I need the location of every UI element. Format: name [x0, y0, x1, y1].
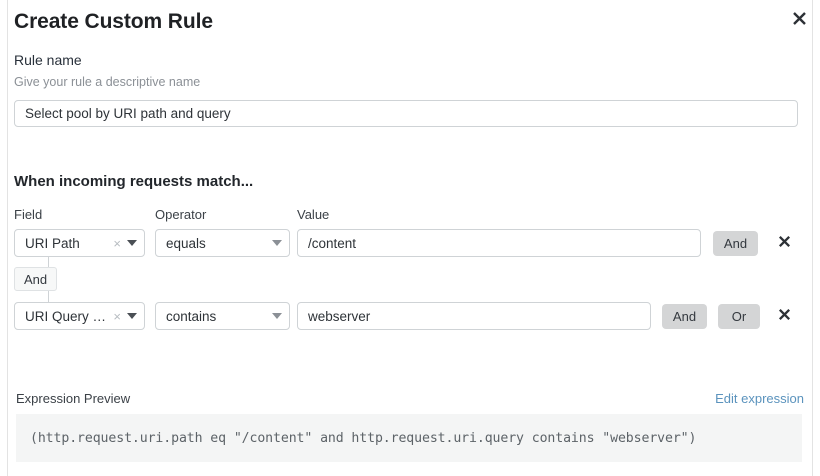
- match-section-heading: When incoming requests match...: [14, 173, 254, 190]
- field-clear-icon-row-2[interactable]: ×: [113, 308, 121, 324]
- rule-name-input[interactable]: [14, 100, 798, 127]
- edit-expression-link[interactable]: Edit expression: [715, 391, 804, 406]
- close-icon: [792, 11, 807, 26]
- expression-preview-label: Expression Preview: [16, 391, 131, 406]
- chevron-down-icon-operator-row-1: [272, 240, 282, 246]
- operator-select-row-1-value: equals: [166, 235, 206, 251]
- connector-line-bottom: [48, 291, 49, 303]
- chevron-down-icon-field-row-1: [127, 240, 137, 246]
- connector-and-chip[interactable]: And: [14, 267, 58, 291]
- and-button-row-2[interactable]: And: [662, 304, 707, 329]
- field-clear-icon-row-1[interactable]: ×: [113, 235, 121, 251]
- close-icon: [778, 235, 791, 251]
- rule-name-hint: Give your rule a descriptive name: [14, 75, 201, 89]
- operator-select-row-2[interactable]: contains: [155, 302, 290, 330]
- chevron-down-icon-operator-row-2: [272, 313, 282, 319]
- operator-select-row-2-value: contains: [166, 308, 217, 324]
- close-icon: [778, 308, 791, 324]
- column-header-operator: Operator: [155, 207, 207, 222]
- column-header-value: Value: [297, 207, 330, 222]
- value-input-row-1[interactable]: [297, 229, 701, 257]
- operator-select-row-1[interactable]: equals: [155, 229, 290, 257]
- expression-preview-box: (http.request.uri.path eq "/content" and…: [16, 414, 802, 462]
- connector-line-top: [48, 257, 49, 270]
- column-header-field: Field: [14, 207, 43, 222]
- field-select-row-2-value: URI Query St...: [25, 308, 111, 324]
- or-button-row-2[interactable]: Or: [718, 304, 760, 329]
- value-input-row-2[interactable]: [297, 302, 651, 330]
- field-select-row-2[interactable]: URI Query St... ×: [14, 302, 145, 330]
- page-title: Create Custom Rule: [14, 10, 213, 33]
- field-select-row-1-value: URI Path: [25, 235, 80, 251]
- chevron-down-icon-field-row-2: [127, 313, 137, 319]
- and-button-row-1[interactable]: And: [713, 231, 758, 256]
- close-dialog-button[interactable]: [786, 5, 812, 31]
- delete-row-button-row-2[interactable]: [773, 305, 795, 327]
- expression-preview-text: (http.request.uri.path eq "/content" and…: [30, 430, 697, 446]
- field-select-row-1[interactable]: URI Path ×: [14, 229, 145, 257]
- delete-row-button-row-1[interactable]: [773, 232, 795, 254]
- rule-name-label: Rule name: [14, 52, 82, 68]
